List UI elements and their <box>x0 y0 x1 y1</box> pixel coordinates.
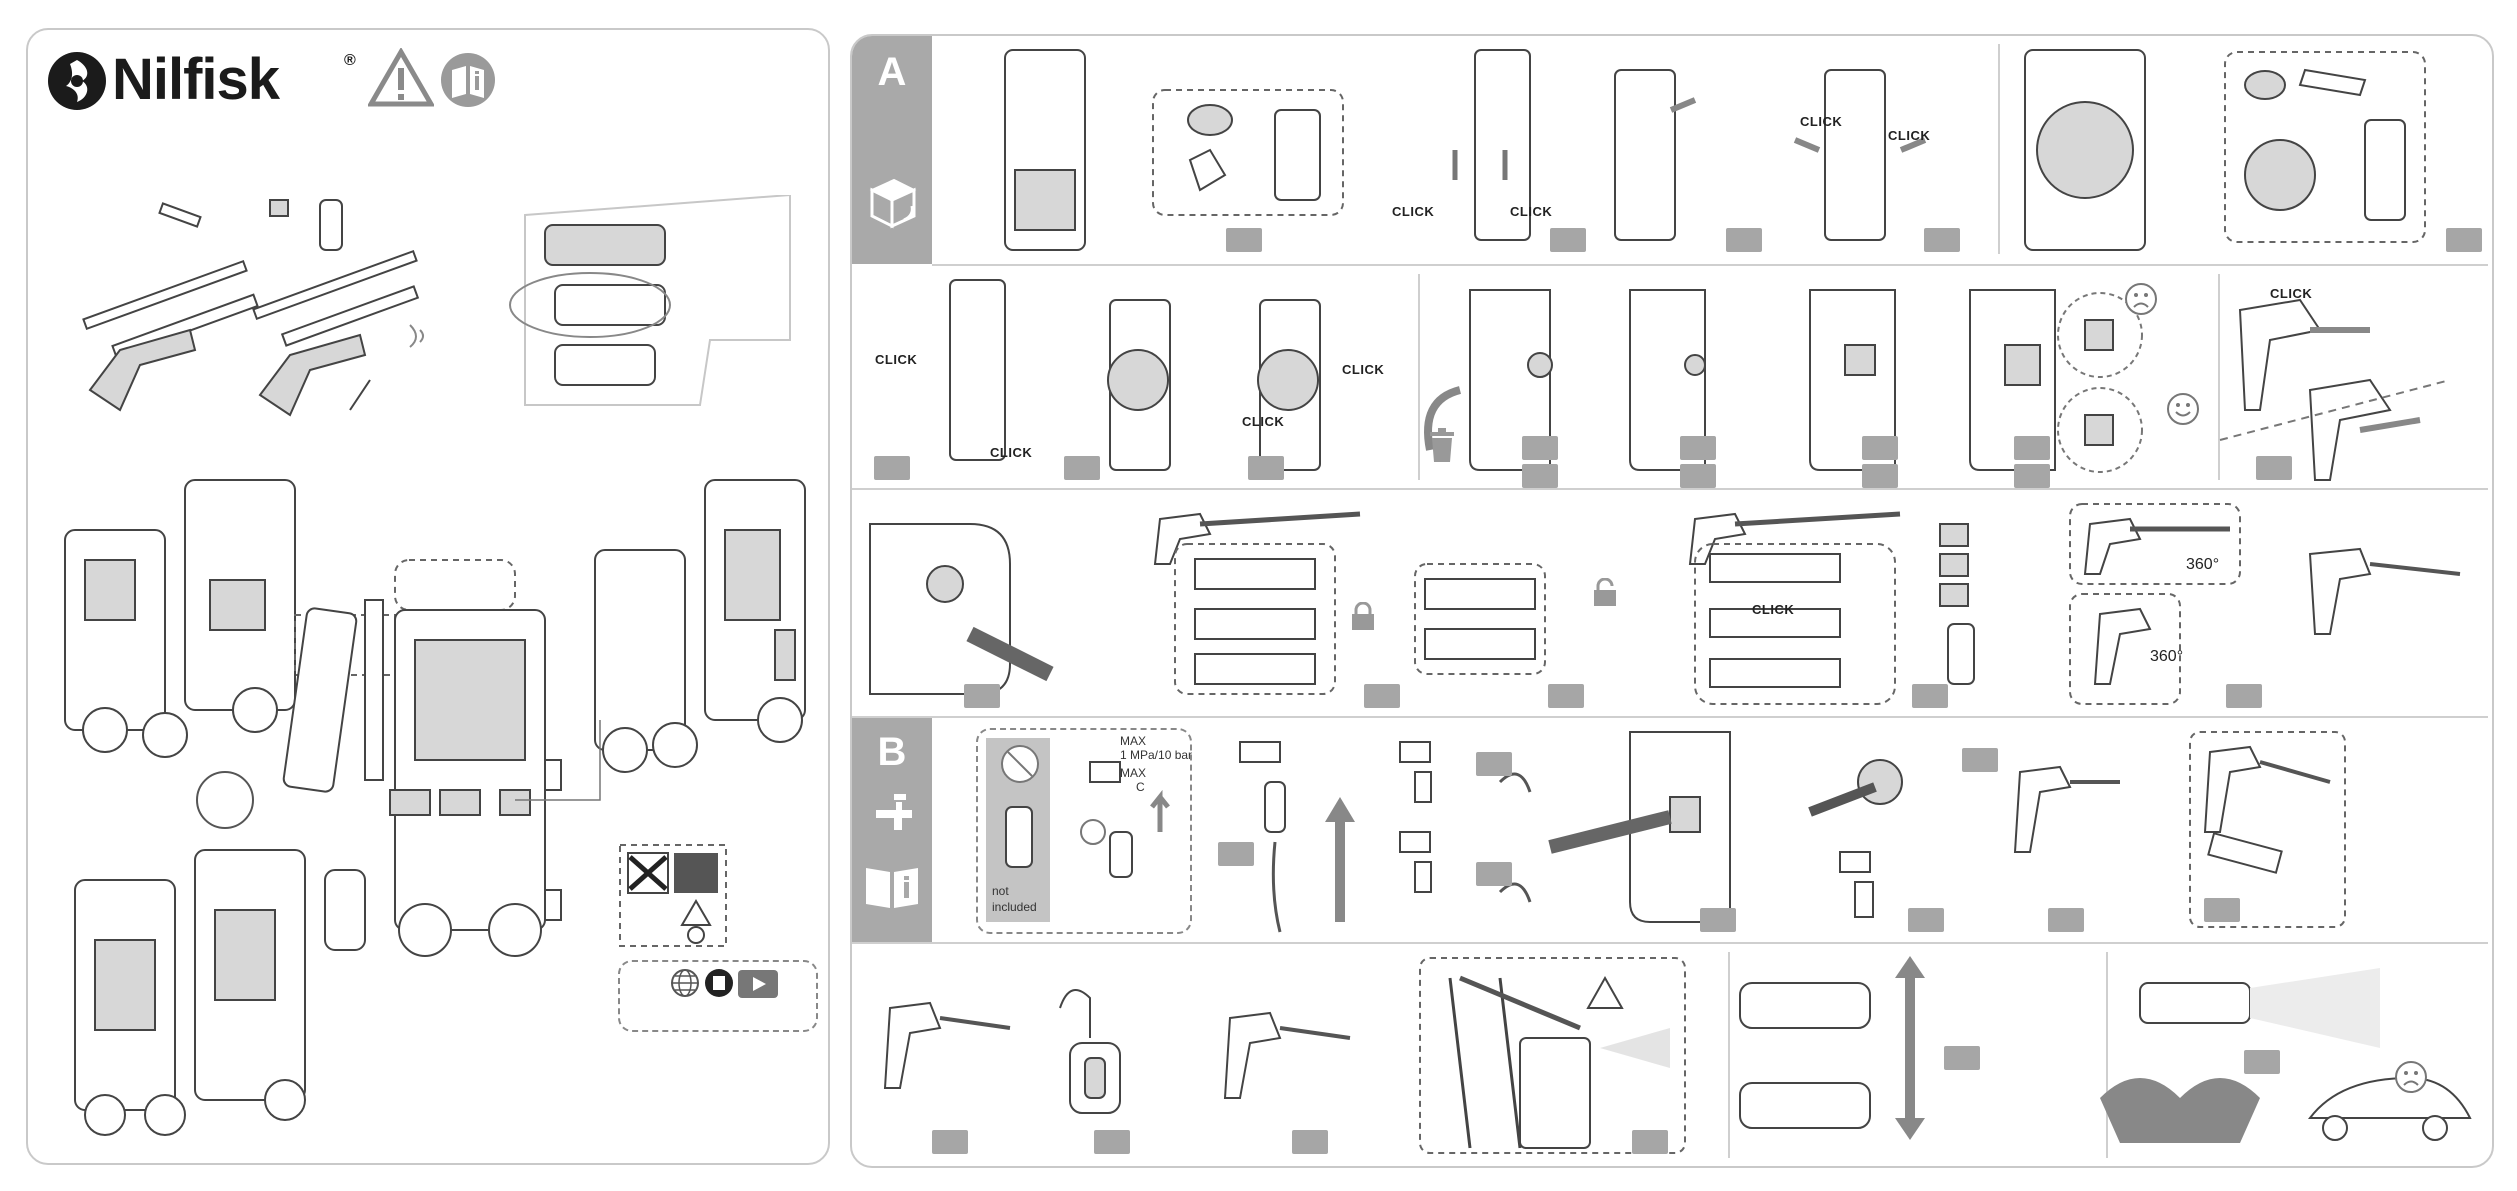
manual-info-icon <box>441 53 495 107</box>
row-divider-1 <box>932 264 2488 266</box>
click-label-6: CLICK <box>990 445 1033 460</box>
unlock-icon <box>1594 578 1616 606</box>
brand-name: Nilfisk <box>112 47 280 112</box>
step-placeholder <box>1862 436 1898 460</box>
lock-icon <box>1352 602 1374 630</box>
online-resources-box <box>618 960 818 1032</box>
video-icon[interactable] <box>738 970 778 998</box>
step-placeholder <box>1094 1130 1130 1154</box>
step-placeholder <box>1522 464 1558 488</box>
not-included-line2: included <box>992 900 1037 914</box>
row-divider-3 <box>852 716 2488 718</box>
col-divider-a3 <box>2218 274 2220 480</box>
step-placeholder <box>1226 228 1262 252</box>
spec-pressure-value: 1 MPa/10 bar <box>1120 748 1193 762</box>
step-placeholder <box>1476 752 1512 776</box>
row-divider-4 <box>852 942 2488 944</box>
step-placeholder <box>964 684 1000 708</box>
spec-max-temp: MAX <box>1120 766 1147 780</box>
step-placeholder <box>1632 1130 1668 1154</box>
sad-face-icon <box>2125 283 2157 315</box>
step-placeholder <box>1548 684 1584 708</box>
safety-label-callout <box>619 844 727 947</box>
nozzles-callout <box>509 195 791 406</box>
spec-max-pressure: MAX <box>1120 734 1147 748</box>
machine-illustrations <box>64 479 806 1136</box>
step-placeholder <box>1064 456 1100 480</box>
step-placeholder <box>932 1130 968 1154</box>
water-supply-box <box>976 728 1192 934</box>
click-label-2: CLICK <box>1510 204 1553 219</box>
col-divider-b1 <box>1728 952 1730 1158</box>
box-unpack-icon <box>869 178 917 229</box>
step-placeholder <box>2226 684 2262 708</box>
step-placeholder <box>1680 464 1716 488</box>
step-placeholder <box>2048 908 2084 932</box>
step-placeholder <box>874 456 910 480</box>
col-divider-b2 <box>2106 952 2108 1158</box>
step-placeholder <box>2204 898 2240 922</box>
section-b-label: B <box>877 730 907 774</box>
click-label-5: CLICK <box>875 352 918 367</box>
step-placeholder <box>1700 908 1736 932</box>
step-placeholder <box>2446 228 2482 252</box>
row-a3-illustrations <box>869 503 2461 705</box>
step-placeholder <box>2244 1050 2280 1074</box>
tap-icon <box>876 794 912 830</box>
row-a2-illustrations <box>949 279 2451 481</box>
click-label-4: CLICK <box>1888 128 1931 143</box>
step-placeholder <box>1908 908 1944 932</box>
step-placeholder <box>2256 456 2292 480</box>
step-placeholder <box>1476 862 1512 886</box>
not-included-line1: not <box>992 884 1009 898</box>
warning-triangle-icon <box>368 48 434 107</box>
book-icon[interactable] <box>704 968 734 998</box>
step-placeholder <box>1962 748 1998 772</box>
accessories-illustration <box>82 199 424 417</box>
row-b1-illustrations <box>1001 731 2346 933</box>
globe-icon[interactable] <box>670 968 700 998</box>
step-placeholder <box>1862 464 1898 488</box>
click-label-1: CLICK <box>1392 204 1435 219</box>
section-a-label: A <box>877 50 907 94</box>
row-divider-2 <box>852 488 2488 490</box>
row-a1-illustrations <box>1004 49 2426 251</box>
step-placeholder <box>1726 228 1762 252</box>
sad-face-icon-2 <box>2395 1061 2427 1093</box>
spec-temp-unit: C <box>1136 780 1145 794</box>
click-label-8: CLICK <box>1242 414 1285 429</box>
step-placeholder <box>2014 464 2050 488</box>
step-placeholder <box>1550 228 1586 252</box>
nilfisk-emblem-icon <box>48 52 106 110</box>
step-placeholder <box>1944 1046 1980 1070</box>
manual-icon <box>866 868 918 908</box>
col-divider-a2 <box>1418 274 1420 480</box>
click-label-3: CLICK <box>1800 114 1843 129</box>
step-placeholder <box>1924 228 1960 252</box>
click-label-9: CLICK <box>2270 286 2313 301</box>
trash-icon <box>1430 428 1454 462</box>
step-placeholder <box>1522 436 1558 460</box>
step-placeholder <box>1364 684 1400 708</box>
row-b2-illustrations <box>883 956 2472 1154</box>
step-placeholder <box>1292 1130 1328 1154</box>
step-placeholder <box>1680 436 1716 460</box>
brand-logo: Nilfisk ® <box>44 47 374 114</box>
step-placeholder <box>1912 684 1948 708</box>
rotation-label-2: 360° <box>2150 648 2184 665</box>
click-label-7: CLICK <box>1342 362 1385 377</box>
click-label-10: CLICK <box>1752 602 1795 617</box>
brand-reg-mark: ® <box>344 52 356 69</box>
step-placeholder <box>1218 842 1254 866</box>
step-placeholder <box>2014 436 2050 460</box>
section-b-band <box>852 716 932 942</box>
happy-face-icon <box>2167 393 2199 425</box>
rotation-label-1: 360° <box>2186 556 2220 573</box>
step-placeholder <box>1248 456 1284 480</box>
col-divider-a1 <box>1998 44 2000 254</box>
